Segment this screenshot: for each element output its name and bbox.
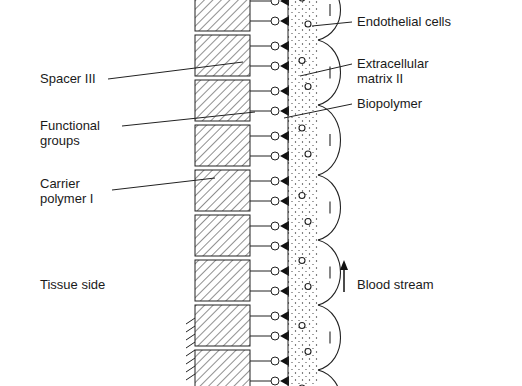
tissue-fibre: [186, 326, 195, 332]
spacer-line: [250, 291, 271, 292]
leader-line: [312, 22, 352, 26]
spacer-line: [250, 226, 271, 227]
functional-group: [271, 87, 279, 95]
spacer-line: [250, 136, 271, 137]
spacer-line: [250, 91, 271, 92]
functional-group: [271, 197, 279, 205]
blood-flow-arrow: [340, 260, 348, 292]
functional-group: [271, 242, 279, 250]
tissue-fibre: [186, 366, 195, 372]
carrier-polymer-block: [195, 305, 250, 346]
endothelial-cell: [318, 0, 341, 40]
label-text: Endothelial cells: [357, 14, 451, 29]
endothelial-cell: [318, 370, 341, 386]
spacer-line: [250, 66, 271, 67]
spacer-line: [250, 271, 271, 272]
functional-group: [271, 312, 279, 320]
functional-group: [271, 357, 279, 365]
tissue-fibre: [186, 374, 195, 380]
carrier-polymer-block: [195, 260, 250, 301]
leader-line: [122, 112, 255, 126]
spacer-line: [250, 381, 271, 382]
matrix-particle: [305, 284, 311, 290]
matrix-particle: [299, 0, 305, 1]
spacer-line: [250, 201, 271, 202]
functional-group: [271, 177, 279, 185]
matrix-particle: [305, 219, 311, 225]
functional-group: [271, 132, 279, 140]
functional-group: [271, 107, 279, 115]
side-label: Tissue side: [40, 277, 105, 292]
tissue-fibre: [186, 334, 195, 340]
endothelial-cell: [318, 175, 341, 240]
tissue-fibre: [186, 358, 195, 364]
spacer-line: [250, 156, 271, 157]
matrix-particle: [299, 125, 305, 131]
leader-line: [112, 178, 215, 190]
spacer-line: [250, 1, 271, 2]
endothelial-cell: [318, 305, 341, 370]
functional-group: [271, 267, 279, 275]
leader-line: [284, 104, 352, 118]
spacer-line: [250, 246, 271, 247]
flow-label: Blood stream: [357, 277, 434, 292]
spacer-line: [250, 361, 271, 362]
carrier-polymer-block: [195, 350, 250, 386]
spacer-line: [250, 181, 271, 182]
spacer-line: [250, 316, 271, 317]
carrier-polymer-block: [195, 170, 250, 211]
functional-group: [271, 0, 279, 5]
cell-nucleus: [329, 67, 330, 79]
endothelial-cell: [318, 40, 341, 105]
functional-group: [271, 152, 279, 160]
cell-nucleus: [329, 134, 330, 146]
functional-group: [271, 332, 279, 340]
cell-nucleus: [329, 267, 330, 279]
part-label: Extracellular matrix II: [357, 56, 467, 86]
spacer-line: [250, 21, 271, 22]
extracellular-matrix-band: [288, 0, 318, 386]
cell-nucleus: [329, 202, 330, 214]
matrix-particle: [299, 58, 305, 64]
matrix-particle: [299, 385, 305, 386]
functional-group: [271, 62, 279, 70]
spacer-line: [250, 111, 271, 112]
carrier-polymer-block: [195, 80, 250, 121]
functional-group: [271, 377, 279, 385]
endothelial-cell: [318, 240, 341, 305]
tissue-fibre: [186, 342, 195, 348]
matrix-border: [288, 0, 289, 386]
cell-nucleus: [329, 332, 330, 344]
functional-group: [271, 287, 279, 295]
functional-group: [271, 42, 279, 50]
carrier-polymer-block: [195, 215, 250, 256]
leader-line: [108, 62, 243, 79]
leader-line: [300, 64, 352, 76]
matrix-particle: [305, 21, 311, 27]
carrier-polymer-block: [195, 0, 250, 31]
cell-nucleus: [329, 4, 330, 16]
matrix-particle: [305, 84, 311, 90]
part-label: Carrier polymer I: [40, 176, 110, 206]
functional-group: [271, 222, 279, 230]
endothelial-cell: [318, 105, 341, 175]
spacer-line: [250, 46, 271, 47]
tissue-fibre: [186, 350, 195, 356]
carrier-polymer-block: [195, 125, 250, 166]
matrix-particle: [299, 193, 305, 199]
tissue-fibre: [186, 318, 195, 324]
matrix-particle: [305, 349, 311, 355]
matrix-particle: [299, 323, 305, 329]
carrier-polymer-block: [195, 35, 250, 76]
part-label: Functional groups: [40, 118, 120, 148]
matrix-particle: [305, 151, 311, 157]
part-label: Spacer III: [40, 71, 96, 86]
part-label: Biopolymer: [357, 96, 422, 111]
spacer-line: [250, 336, 271, 337]
functional-group: [271, 17, 279, 25]
matrix-particle: [299, 258, 305, 264]
